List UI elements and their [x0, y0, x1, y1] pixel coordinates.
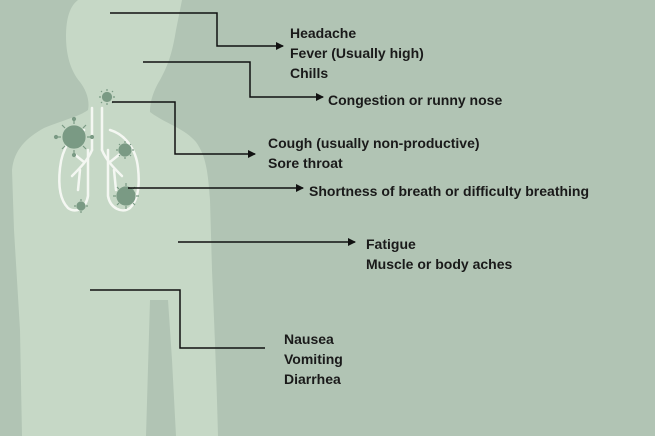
symptom-text: Diarrhea: [284, 369, 343, 389]
symptom-text: Vomiting: [284, 349, 343, 369]
symptom-text: Fatigue: [366, 234, 512, 254]
symptom-text: Fever (Usually high): [290, 43, 424, 63]
label-gut: Nausea Vomiting Diarrhea: [284, 329, 343, 389]
label-throat: Cough (usually non-productive) Sore thro…: [268, 133, 480, 173]
label-nose: Congestion or runny nose: [328, 90, 502, 110]
symptom-text: Sore throat: [268, 153, 480, 173]
symptom-text: Nausea: [284, 329, 343, 349]
arrow-throat: [112, 102, 255, 154]
symptom-text: Cough (usually non-productive): [268, 133, 480, 153]
symptom-text: Shortness of breath or difficulty breath…: [309, 181, 589, 201]
label-lungs: Shortness of breath or difficulty breath…: [309, 181, 589, 201]
arrow-head: [110, 13, 283, 46]
label-head: Headache Fever (Usually high) Chills: [290, 23, 424, 83]
symptom-text: Chills: [290, 63, 424, 83]
symptom-text: Headache: [290, 23, 424, 43]
arrow-gut: [90, 290, 265, 348]
symptom-text: Muscle or body aches: [366, 254, 512, 274]
label-body: Fatigue Muscle or body aches: [366, 234, 512, 274]
symptom-text: Congestion or runny nose: [328, 90, 502, 110]
